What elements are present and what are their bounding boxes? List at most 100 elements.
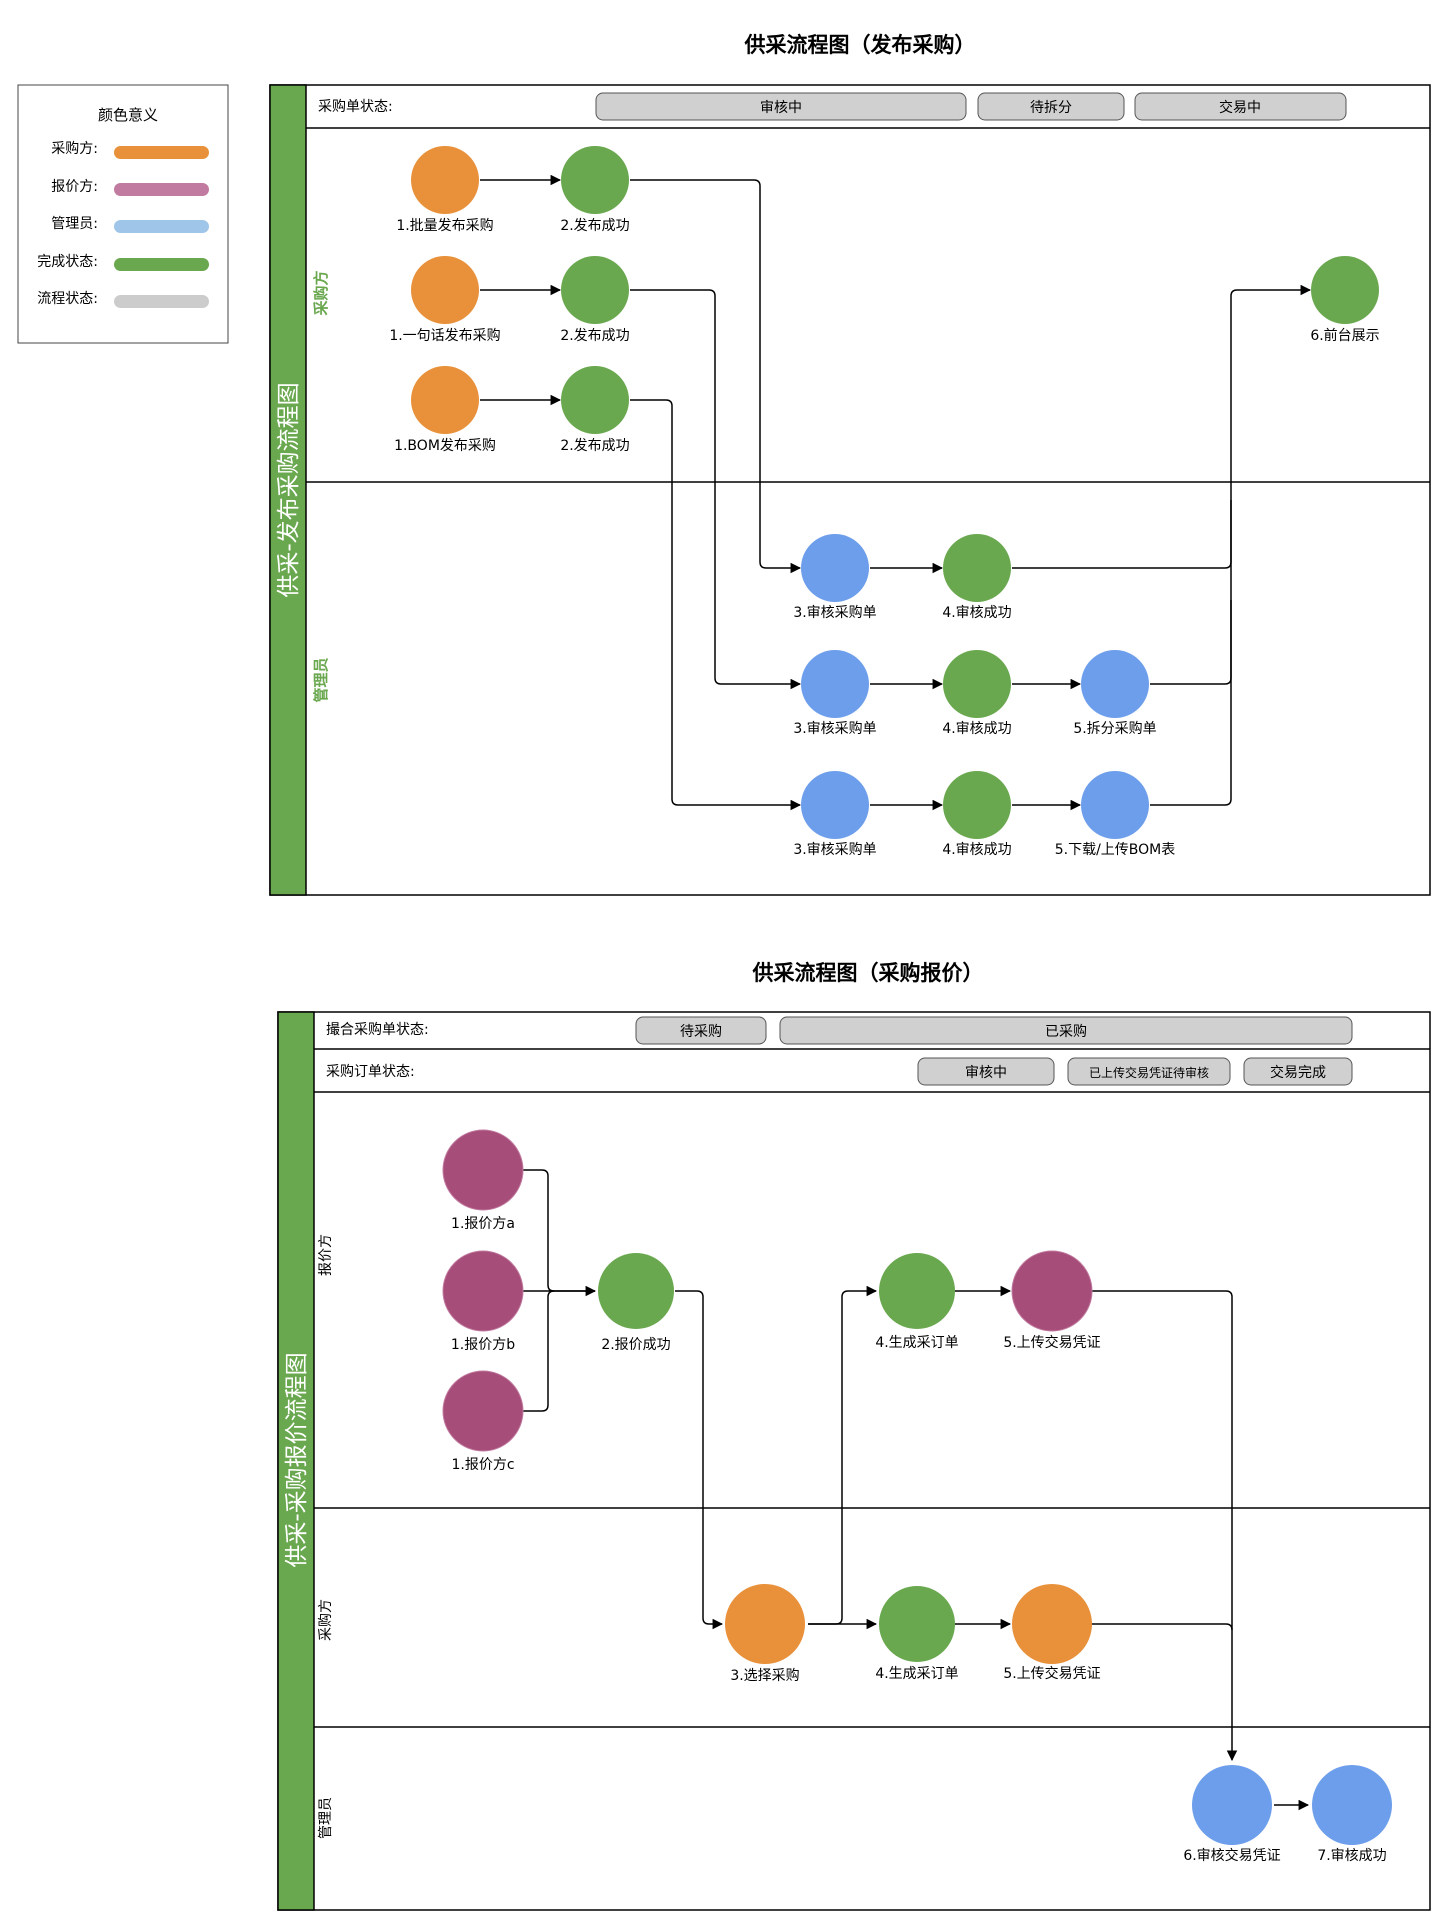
node-review-order-3: 3.审核采购单 [793,771,877,858]
legend-title: 颜色意义 [98,106,158,124]
svg-text:4.生成采订单: 4.生成采订单 [875,1335,958,1351]
svg-text:4.审核成功: 4.审核成功 [942,721,1011,737]
node-review-order-2: 3.审核采购单 [793,650,877,737]
node-sentence-publish: 1.一句话发布采购 [389,256,501,344]
status-row1-label: 撮合采购单状态: [326,1021,429,1038]
node-upload-voucher-supplier: 5.上传交易凭证 [1003,1250,1101,1351]
diagram-publish-title: 供采流程图（发布采购） [744,33,976,57]
node-review-final-success: 7.审核成功 [1312,1765,1392,1864]
diagram-publish-frame [269,84,1431,896]
svg-text:3.审核采购单: 3.审核采购单 [793,842,876,858]
node-select-purchase: 3.选择采购 [725,1584,805,1684]
svg-text:1.BOM发布采购: 1.BOM发布采购 [394,438,496,454]
node-split-order: 5.拆分采购单 [1073,650,1157,737]
svg-text:4.审核成功: 4.审核成功 [942,842,1011,858]
legend-label-buyer: 采购方: [51,141,98,157]
svg-text:审核中: 审核中 [965,1065,1007,1081]
node-review-voucher: 6.审核交易凭证 [1183,1765,1281,1864]
node-review-order-1: 3.审核采购单 [793,534,877,621]
node-publish-success-1: 2.发布成功 [560,146,630,234]
lane-label-buyer: 采购方 [312,270,330,316]
status-row-label: 采购单状态: [318,99,393,115]
legend-swatch-buyer [114,146,209,159]
lane-label-admin: 管理员 [312,657,330,702]
svg-text:5.上传交易凭证: 5.上传交易凭证 [1003,1334,1100,1351]
status-pill-to-purchase: 待采购 [635,1016,767,1045]
legend-swatch-process [114,295,209,308]
lane-label-admin-2: 管理员 [318,1797,334,1839]
node-supplier-a: 1.报价方a [442,1129,524,1232]
legend-label-done: 完成状态: [37,254,98,270]
status-pill-purchased: 已采购 [779,1016,1353,1045]
diagram-publish-connectors [480,174,1312,811]
svg-text:5.上传交易凭证: 5.上传交易凭证 [1003,1665,1100,1682]
diagram-quote: 供采流程图（采购报价） 供采-采购报价流程图 撮合采购单状态: 待采购 已采购 … [277,961,1431,1911]
svg-text:审核中: 审核中 [760,100,802,116]
svg-text:5.下载/上传BOM表: 5.下载/上传BOM表 [1055,842,1176,858]
diagram-publish-band [269,84,307,896]
svg-text:1.报价方b: 1.报价方b [451,1337,515,1353]
svg-text:已上传交易凭证待审核: 已上传交易凭证待审核 [1089,1065,1209,1080]
svg-text:待采购: 待采购 [680,1024,722,1040]
node-quote-success: 2.报价成功 [598,1253,674,1353]
node-supplier-c: 1.报价方c [442,1370,524,1473]
svg-text:4.生成采订单: 4.生成采订单 [875,1666,958,1682]
svg-text:交易完成: 交易完成 [1270,1064,1326,1081]
diagram-publish-band-label: 供采-发布采购流程图 [276,382,302,597]
diagram-quote-connectors [520,1169,1310,1811]
svg-text:4.审核成功: 4.审核成功 [942,605,1011,621]
svg-text:1.报价方c: 1.报价方c [451,1457,514,1473]
legend-swatch-admin [114,220,209,233]
status-pill-voucher-pending: 已上传交易凭证待审核 [1067,1057,1231,1086]
node-front-display: 6.前台展示 [1310,256,1380,344]
node-bom-upload: 5.下载/上传BOM表 [1055,771,1176,858]
legend-swatch-done [114,258,209,271]
legend: 颜色意义 采购方: 报价方: 管理员: 完成状态: 流程状态: [17,84,229,344]
status-row2-label: 采购订单状态: [326,1064,415,1080]
node-publish-success-3: 2.发布成功 [560,366,630,454]
svg-text:3.选择采购: 3.选择采购 [730,1668,799,1684]
status-pill-to-split: 待拆分 [977,92,1125,121]
node-upload-voucher-buyer: 5.上传交易凭证 [1003,1584,1101,1682]
svg-text:待拆分: 待拆分 [1030,100,1072,116]
diagram-publish: 供采流程图（发布采购） 供采-发布采购流程图 采购单状态: 审核中 待拆分 交易… [269,33,1431,896]
status-pill-trade-complete: 交易完成 [1243,1057,1353,1086]
diagram-quote-band-label: 供采-采购报价流程图 [284,1352,310,1567]
status-pill-trading: 交易中 [1134,92,1347,121]
status-pill-reviewing: 审核中 [595,92,967,121]
node-review-success-1: 4.审核成功 [942,534,1012,621]
svg-text:3.审核采购单: 3.审核采购单 [793,605,876,621]
node-batch-publish: 1.批量发布采购 [396,146,494,234]
node-bom-publish: 1.BOM发布采购 [394,366,496,454]
svg-text:1.报价方a: 1.报价方a [451,1216,515,1232]
node-review-success-2: 4.审核成功 [942,650,1012,737]
legend-label-admin: 管理员: [51,216,98,232]
svg-text:5.拆分采购单: 5.拆分采购单 [1073,721,1156,737]
svg-text:1.批量发布采购: 1.批量发布采购 [396,218,493,234]
legend-label-process: 流程状态: [37,291,98,307]
node-supplier-b: 1.报价方b [442,1250,524,1353]
svg-text:交易中: 交易中 [1219,99,1261,116]
node-publish-success-2: 2.发布成功 [560,256,630,344]
lane-label-buyer-2: 采购方 [318,1599,334,1641]
lane-label-supplier: 报价方 [318,1234,334,1276]
legend-label-supplier: 报价方: [51,179,98,195]
status-pill-order-reviewing: 审核中 [917,1057,1055,1086]
node-generate-order-supplier: 4.生成采订单 [875,1253,959,1351]
node-generate-order-buyer: 4.生成采订单 [875,1586,959,1682]
svg-text:2.发布成功: 2.发布成功 [560,438,629,454]
legend-swatch-supplier [114,183,209,196]
diagram-quote-band [277,1011,315,1911]
svg-text:2.发布成功: 2.发布成功 [560,218,629,234]
svg-text:6.审核交易凭证: 6.审核交易凭证 [1183,1847,1280,1864]
svg-text:2.报价成功: 2.报价成功 [601,1337,670,1353]
svg-text:1.一句话发布采购: 1.一句话发布采购 [389,328,500,344]
node-review-success-3: 4.审核成功 [942,771,1012,858]
svg-text:6.前台展示: 6.前台展示 [1310,327,1379,344]
svg-text:已采购: 已采购 [1045,1024,1087,1040]
svg-text:3.审核采购单: 3.审核采购单 [793,721,876,737]
svg-text:7.审核成功: 7.审核成功 [1317,1848,1386,1864]
diagram-quote-title: 供采流程图（采购报价） [752,961,984,985]
svg-text:2.发布成功: 2.发布成功 [560,328,629,344]
